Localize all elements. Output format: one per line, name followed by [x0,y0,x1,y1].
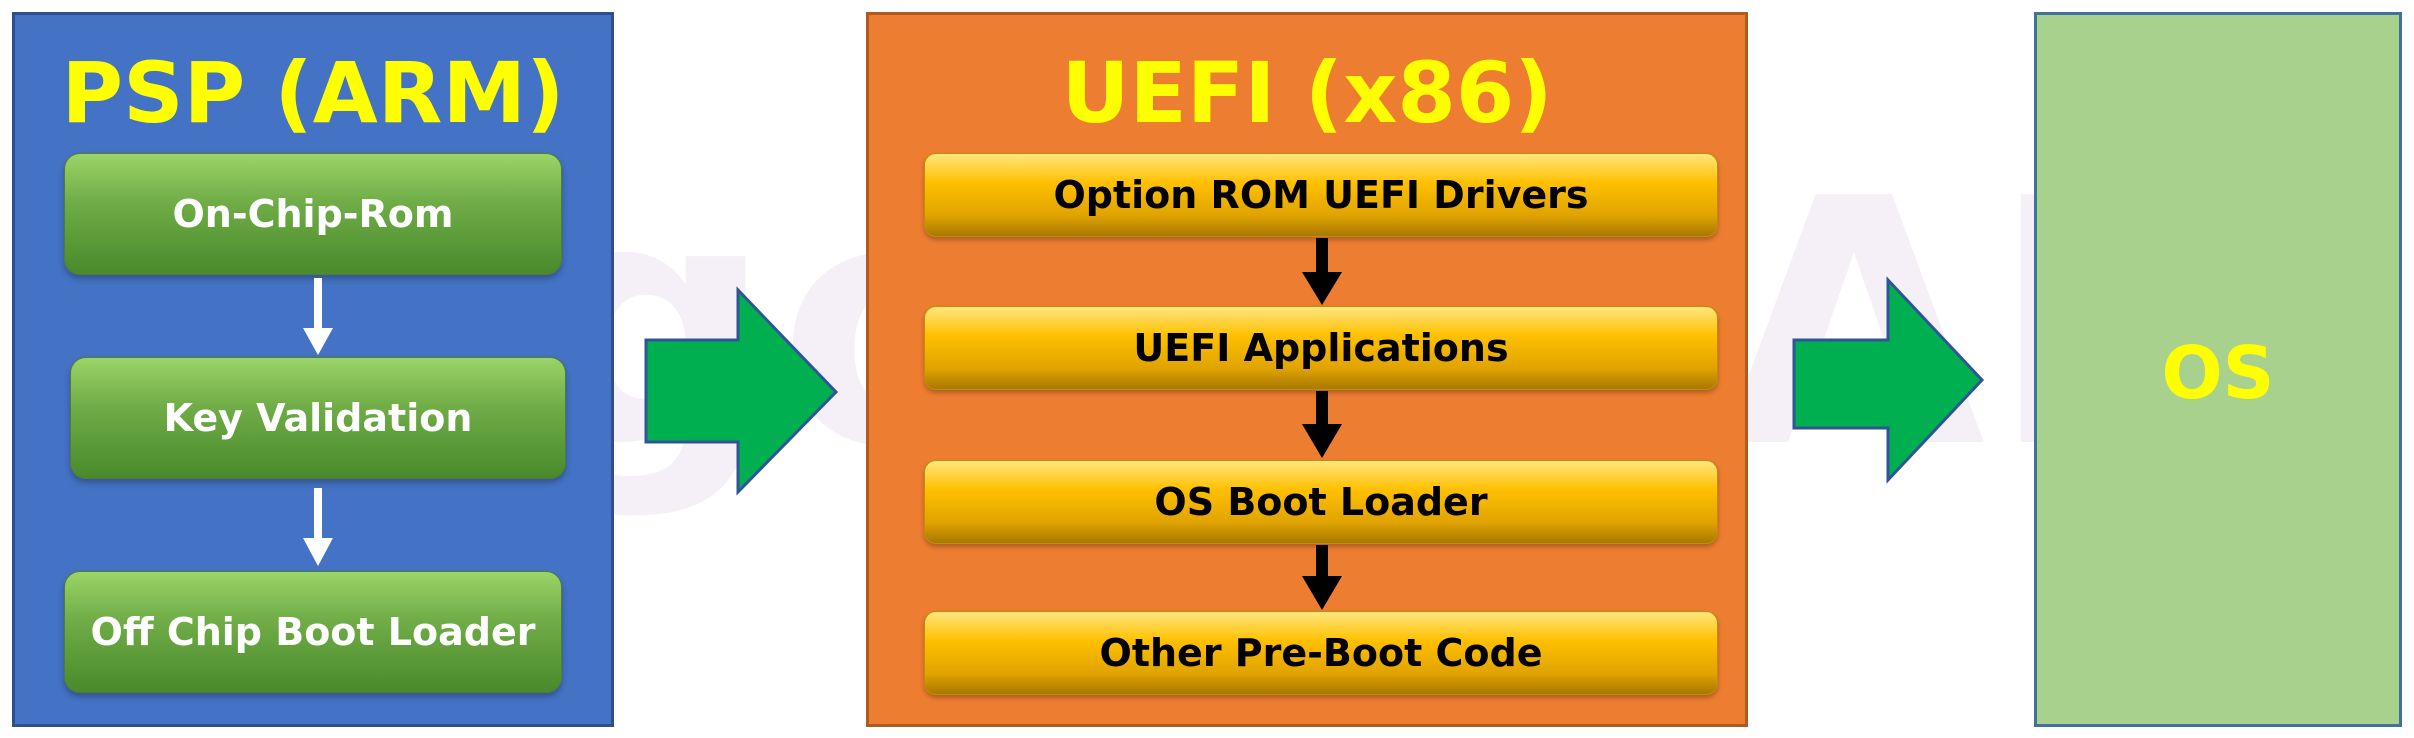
psp-arrow-2 [303,488,333,566]
uefi-arrow-1 [1302,238,1342,305]
uefi-step-os-boot-loader: OS Boot Loader [924,460,1718,544]
psp-arrow-1 [303,278,333,355]
psp-title: PSP (ARM) [61,44,565,142]
flow-arrow-psp-to-uefi [644,286,839,496]
psp-step-on-chip-rom: On-Chip-Rom [64,153,562,275]
uefi-arrow-2 [1302,391,1342,458]
os-panel: OS [2034,12,2402,727]
psp-step-key-validation: Key Validation [70,357,566,479]
flow-arrow-uefi-to-os [1792,276,1985,484]
uefi-step-applications: UEFI Applications [924,306,1718,390]
psp-step-off-chip-boot-loader: Off Chip Boot Loader [64,571,562,693]
uefi-title: UEFI (x86) [1061,44,1553,142]
os-title: OS [2161,331,2275,415]
uefi-step-other-pre-boot-code: Other Pre-Boot Code [924,611,1718,695]
uefi-arrow-3 [1302,545,1342,610]
uefi-step-option-rom-drivers: Option ROM UEFI Drivers [924,153,1718,237]
